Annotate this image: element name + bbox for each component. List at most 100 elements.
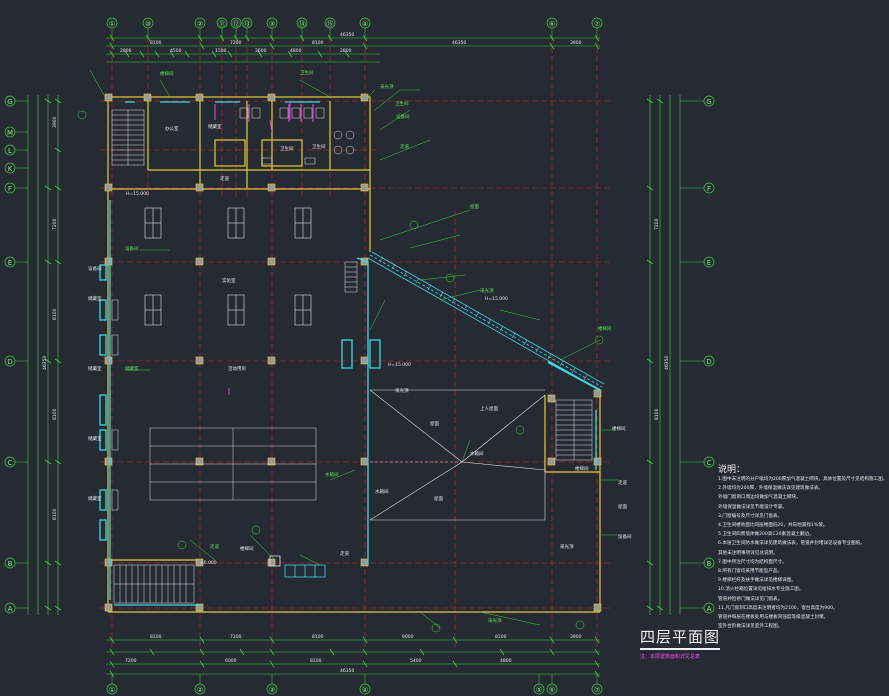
axis-bubble-labels-top: ① ⑩ ② ⑪ ⑫ ⑬ ③ ⑭ ⑮ ④ ⑥ ⑦	[109, 20, 600, 28]
note-line: 其他未注明事项详见总说明。	[718, 550, 778, 556]
right-label-2: 屋面	[618, 504, 627, 510]
dim-v-e: 8100	[52, 508, 58, 520]
right-label-4: 楼梯间	[612, 425, 626, 432]
building-walls	[107, 96, 601, 613]
dim-v-b: 7200	[52, 218, 58, 230]
axis-left-5: F	[8, 185, 12, 193]
label-roof-4: 水箱间	[470, 450, 484, 457]
room-label-office: 办公室	[165, 125, 179, 132]
dimension-ticks	[44, 34, 664, 678]
axis-top-9: ⑮	[327, 20, 334, 28]
label-bottom-2: 走道	[340, 550, 349, 557]
dim-bot-a: 8100	[150, 634, 162, 640]
axis-left-4: K	[8, 165, 13, 173]
note-line: 外墙保温做法详见节能设计专篇。	[718, 504, 787, 510]
dim-bot-b: 7200	[230, 634, 242, 640]
dim-bot-k: 4800	[500, 658, 512, 664]
note-line: 6.本层卫生间防水做法详见建筑做法表，管道井封堵详见设备专业图纸。	[718, 541, 865, 547]
axis-right-2: F	[707, 185, 711, 193]
dim-bot-d: 9000	[402, 634, 414, 640]
dim-top-c: 8100	[312, 40, 324, 46]
dim-bot-c: 8100	[312, 634, 324, 640]
axis-leaders-left	[15, 100, 704, 609]
dim-top-g: 4500	[170, 48, 182, 54]
notes-panel: 说明： 1.图中未注明的分户墙均为200厚加气混凝土砌块，具体位置及尺寸见结构施…	[718, 462, 886, 631]
green-note-9: 设备间	[125, 245, 139, 252]
room-label-sports: 活动用房	[228, 365, 246, 372]
note-line: 4.卫生间楼地面比同层楼面低20，并向地漏找1%坡。	[718, 523, 828, 529]
drawing-title-block: 四层平面图 注：本层建筑面积详见总表	[640, 626, 800, 660]
note-line: 外墙门窗洞口周边均做加气混凝土砌块。	[718, 495, 801, 501]
axis-right-5: C	[707, 459, 712, 467]
axis-bottom-3: ③	[269, 686, 275, 694]
axis-top-12: ⑦	[594, 20, 600, 28]
axis-bubble-labels-left: G M L K F E D C B A	[7, 98, 13, 613]
axis-bubble-labels-bottom: ① ② ③ ④ ⑤ ⑥ ⑦	[109, 686, 600, 694]
dim-top-h: 1500	[215, 48, 227, 54]
axis-left-8: C	[8, 459, 13, 467]
dim-top-b: 7200	[230, 40, 242, 46]
dim-v-g: 7200	[654, 218, 660, 230]
green-note-2: 卫生间	[395, 100, 409, 107]
green-note-6: 采光顶	[480, 287, 494, 294]
dim-v-d: 8100	[52, 408, 58, 420]
room-label-roof-2: 屋面	[434, 496, 443, 502]
axis-bottom-2: ②	[197, 686, 203, 694]
dim-bot-e: 8100	[495, 634, 507, 640]
note-line: 8.所有门窗均采用节能型产品。	[718, 569, 783, 575]
note-line: 9.楼梯栏杆及扶手做法详见楼梯详图。	[718, 578, 796, 584]
green-note-14: 水箱间	[325, 471, 339, 478]
room-label-lab: 实验室	[222, 277, 236, 284]
dim-v-f: 46350	[42, 356, 48, 370]
axis-left-3: L	[8, 147, 12, 155]
dimension-lines	[27, 37, 681, 675]
dim-top-d: 46350	[452, 40, 466, 46]
dim-v-i: 46350	[664, 356, 670, 370]
basketball-court	[149, 427, 317, 501]
title-underline	[640, 648, 720, 650]
axis-bottom-5: ⑤	[536, 686, 542, 694]
axis-top-11: ⑥	[549, 20, 555, 28]
dim-total: 46350	[340, 32, 354, 38]
title-note: 注：本层建筑面积详见总表	[640, 654, 701, 660]
stair-left-top	[111, 109, 145, 166]
dim-top-j: 4800	[290, 48, 302, 54]
dimension-numbers: 46350 8100 7200 8100 46350 3900 2800 450…	[120, 32, 582, 674]
axis-bubbles-bottom	[106, 683, 603, 695]
wc-partitions	[214, 104, 314, 122]
axis-bubbles-top	[106, 17, 603, 29]
stair-bottom-left	[113, 564, 195, 604]
dim-top-f: 2800	[120, 48, 132, 54]
callout-circles	[77, 110, 604, 633]
dim-top-e: 3900	[570, 40, 582, 46]
label-e1: ±0.000	[200, 560, 217, 566]
axis-top-6: ⑬	[244, 20, 251, 28]
axis-left-2: M	[7, 129, 13, 137]
room-label-corridor: 走道	[220, 175, 229, 182]
axis-top-10: ④	[362, 20, 368, 28]
dimension-numbers-vertical: 3900 7200 8100 8100 8100 46350 7200 8100…	[42, 116, 670, 520]
roof-ridge-lines	[369, 389, 546, 521]
axis-right-4: D	[706, 358, 711, 366]
axis-left-1: G	[7, 98, 12, 106]
note-line: 10.消火栓箱位置详见给排水专业施工图。	[718, 587, 804, 593]
green-note-13: 走道	[210, 543, 219, 550]
side-label-2: 储藏室	[88, 365, 102, 372]
wc-fixtures	[239, 107, 355, 165]
right-label-3: 设备间	[618, 533, 632, 540]
label-elev: H=15.000	[126, 191, 149, 197]
dim-bot-total: 46350	[340, 668, 354, 674]
axis-right-6: B	[707, 560, 712, 568]
green-note-5: 屋面	[470, 204, 479, 210]
left-sidelights	[111, 299, 119, 511]
wall-columns	[104, 93, 602, 612]
room-label-skylight: 采光顶	[560, 543, 574, 550]
note-line: 2.外墙均为200厚，外墙保温做法详见建筑做法表。	[718, 486, 824, 492]
dim-v-c: 8100	[52, 308, 58, 320]
axis-right-7: A	[707, 605, 712, 613]
axis-left-6: E	[8, 259, 12, 267]
room-label-storage: 储藏室	[208, 123, 222, 130]
green-note-8: 采光顶	[488, 617, 502, 624]
label-elev-3: H=15.000	[485, 296, 508, 302]
